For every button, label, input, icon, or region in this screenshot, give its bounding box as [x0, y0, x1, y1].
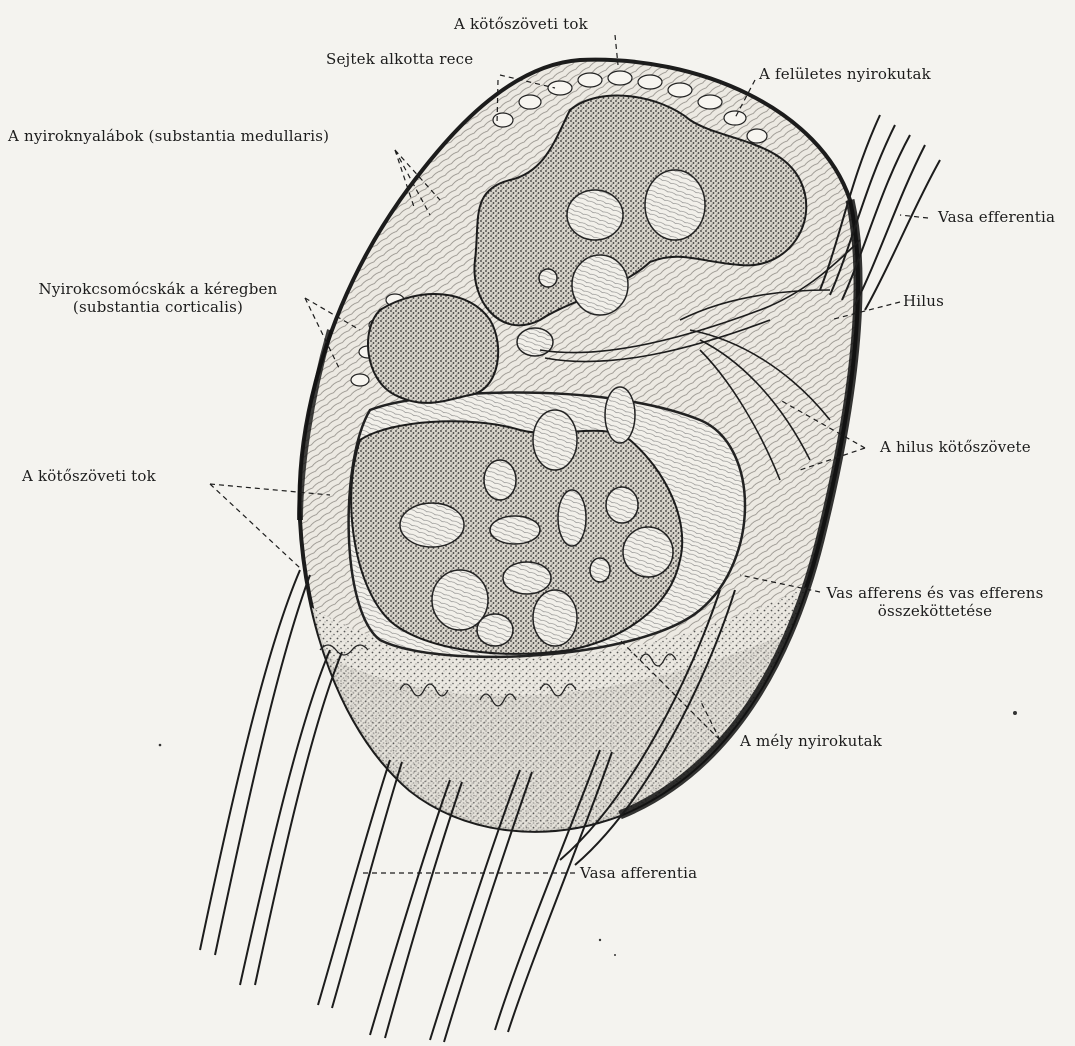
label-superficial-vessels: A felületes nyirokutak — [759, 65, 931, 83]
label-hilus: Hilus — [903, 292, 944, 310]
label-cortical-nodules: Nyirokcsomócskák a kéregben (substantia … — [8, 280, 308, 316]
label-cortical-nodules-line1: Nyirokcsomócskák a kéregben — [8, 280, 308, 298]
label-reticulum: Sejtek alkotta rece — [326, 50, 473, 68]
label-hilus-connective: A hilus kötőszövete — [880, 438, 1031, 456]
label-capsule-top: A kötőszöveti tok — [454, 15, 588, 33]
label-medullary-cords: A nyiroknyalábok (substantia medullaris) — [8, 127, 329, 145]
label-vessel-connection-line2: összeköttetése — [825, 602, 1045, 620]
label-vessel-connection: Vas afferens és vas efferens összeköttet… — [825, 584, 1045, 620]
label-vasa-efferentia: Vasa efferentia — [938, 208, 1055, 226]
label-vasa-afferentia: Vasa afferentia — [580, 864, 697, 882]
label-deep-vessels: A mély nyirokutak — [740, 732, 882, 750]
label-capsule-left: A kötőszöveti tok — [22, 467, 156, 485]
label-vessel-connection-line1: Vas afferens és vas efferens — [825, 584, 1045, 602]
label-cortical-nodules-line2: (substantia corticalis) — [8, 298, 308, 316]
